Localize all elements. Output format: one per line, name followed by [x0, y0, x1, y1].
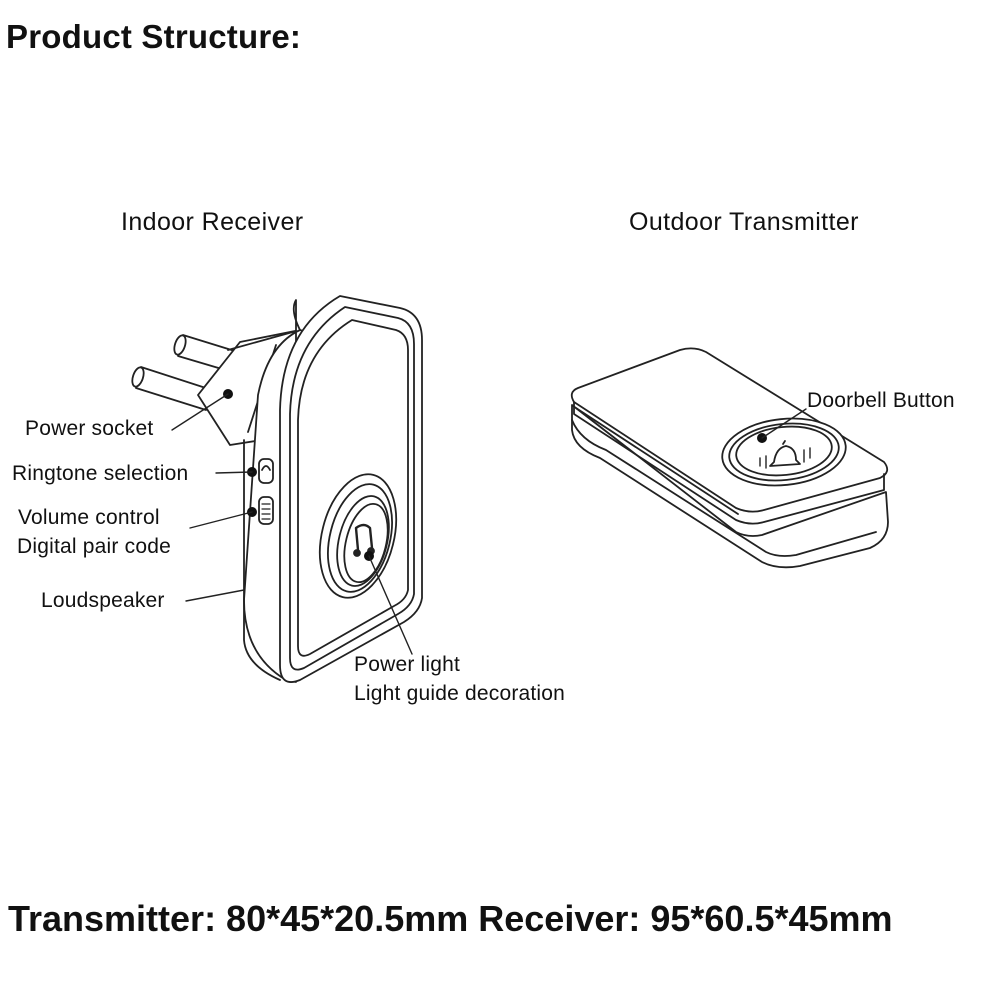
indoor-leader-lines [171, 389, 413, 655]
label-digital-pair-code: Digital pair code [17, 535, 171, 558]
page-title: Product Structure: [6, 18, 302, 55]
music-note-icon [354, 523, 374, 552]
receiver-front-inner [297, 319, 409, 657]
bell-icon [759, 440, 811, 469]
label-loudspeaker: Loudspeaker [41, 589, 165, 612]
receiver-power-light-ring [318, 473, 398, 599]
dimensions-text: Transmitter: 80*45*20.5mm Receiver: 95*6… [8, 898, 893, 939]
label-light-guide: Light guide decoration [354, 682, 566, 705]
outdoor-leader-line [757, 408, 807, 443]
indoor-receiver-drawing [131, 295, 423, 683]
receiver-front-rim [289, 306, 415, 671]
label-doorbell-button: Doorbell Button [807, 389, 955, 412]
volume-button [258, 496, 274, 525]
indoor-receiver-heading: Indoor Receiver [121, 208, 304, 236]
label-power-light: Power light [354, 653, 461, 676]
transmitter-top [570, 347, 889, 513]
transmitter-base [571, 404, 889, 569]
label-power-socket: Power socket [25, 417, 154, 440]
label-ringtone-selection: Ringtone selection [12, 462, 189, 485]
ringtone-button [258, 458, 274, 484]
label-volume-control: Volume control [18, 506, 160, 529]
outdoor-transmitter-drawing [570, 347, 889, 569]
outdoor-transmitter-heading: Outdoor Transmitter [629, 208, 859, 236]
